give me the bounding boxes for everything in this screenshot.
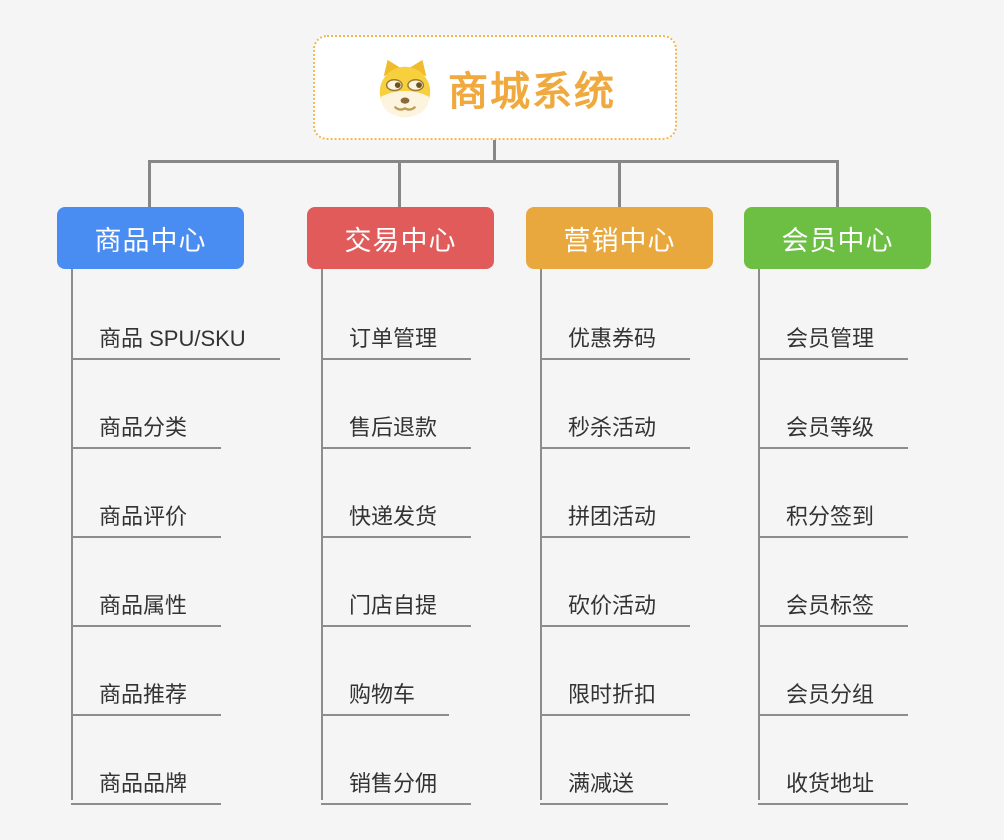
leaf-node[interactable]: 会员分组 — [758, 665, 909, 716]
leaf-node[interactable]: 优惠券码 — [540, 309, 691, 360]
leaf-label: 商品推荐 — [99, 682, 188, 707]
branch-marketing-center: 营销中心 优惠券码 秒杀活动 拼团活动 砍价活动 限时折扣 满减送 — [526, 207, 713, 807]
leaf-node[interactable]: 快递发货 — [321, 487, 472, 538]
leaf-label: 销售分佣 — [349, 771, 438, 796]
connector-drop-marketing-center — [618, 160, 621, 207]
leaf-node[interactable]: 积分签到 — [758, 487, 909, 538]
branch-title: 营销中心 — [563, 225, 676, 256]
leaf-label: 限时折扣 — [568, 682, 657, 707]
leaf-label: 门店自提 — [349, 593, 438, 618]
leaf-node[interactable]: 门店自提 — [321, 576, 472, 627]
connector-root-drop — [493, 140, 496, 163]
leaf-node[interactable]: 满减送 — [540, 754, 669, 805]
branch-header-marketing-center[interactable]: 营销中心 — [526, 207, 713, 269]
leaf-node[interactable]: 拼团活动 — [540, 487, 691, 538]
branch-header-member-center[interactable]: 会员中心 — [744, 207, 931, 269]
leaf-node[interactable]: 砍价活动 — [540, 576, 691, 627]
leaf-label: 订单管理 — [349, 326, 438, 351]
leaf-label: 会员管理 — [786, 326, 875, 351]
leaf-node[interactable]: 商品评价 — [71, 487, 222, 538]
leaf-node[interactable]: 会员管理 — [758, 309, 909, 360]
leaf-label: 商品属性 — [99, 593, 188, 618]
root-node-mall-system[interactable]: 商城系统 — [313, 35, 677, 140]
leaf-label: 拼团活动 — [568, 504, 657, 529]
leaf-node[interactable]: 会员标签 — [758, 576, 909, 627]
leaf-node[interactable]: 商品推荐 — [71, 665, 222, 716]
connector-spine-trade-center — [321, 269, 323, 800]
leaf-node[interactable]: 商品 SPU/SKU — [71, 309, 280, 360]
leaf-label: 会员等级 — [786, 415, 875, 440]
branch-product-center: 商品中心 商品 SPU/SKU 商品分类 商品评价 商品属性 商品推荐 商品品牌 — [57, 207, 280, 807]
leaf-label: 收货地址 — [786, 771, 875, 796]
leaf-node[interactable]: 销售分佣 — [321, 754, 472, 805]
leaf-label: 商品评价 — [99, 504, 188, 529]
leaf-label: 会员分组 — [786, 682, 875, 707]
leaf-label: 会员标签 — [786, 593, 875, 618]
connector-spine-product-center — [71, 269, 73, 800]
connector-drop-product-center — [148, 160, 151, 207]
leaf-label: 砍价活动 — [568, 593, 657, 618]
leaf-node[interactable]: 购物车 — [321, 665, 450, 716]
branch-title: 商品中心 — [94, 225, 207, 256]
leaf-label: 秒杀活动 — [568, 415, 657, 440]
leaf-label: 购物车 — [349, 682, 416, 707]
leaf-node[interactable]: 商品品牌 — [71, 754, 222, 805]
leaf-node[interactable]: 收货地址 — [758, 754, 909, 805]
connector-drop-trade-center — [398, 160, 401, 207]
branch-header-trade-center[interactable]: 交易中心 — [307, 207, 494, 269]
leaf-node[interactable]: 商品分类 — [71, 398, 222, 449]
leaf-label: 售后退款 — [349, 415, 438, 440]
leaf-label: 优惠券码 — [568, 326, 657, 351]
root-title: 商城系统 — [448, 69, 616, 114]
leaf-label: 商品品牌 — [99, 771, 188, 796]
leaf-node[interactable]: 商品属性 — [71, 576, 222, 627]
branch-title: 交易中心 — [344, 225, 457, 256]
leaf-node[interactable]: 限时折扣 — [540, 665, 691, 716]
leaf-node[interactable]: 秒杀活动 — [540, 398, 691, 449]
branch-header-product-center[interactable]: 商品中心 — [57, 207, 244, 269]
leaf-node[interactable]: 会员等级 — [758, 398, 909, 449]
branch-member-center: 会员中心 会员管理 会员等级 积分签到 会员标签 会员分组 收货地址 — [744, 207, 931, 807]
leaf-label: 商品分类 — [99, 415, 188, 440]
connector-spine-member-center — [758, 269, 760, 800]
connector-bus — [148, 160, 839, 163]
connector-spine-marketing-center — [540, 269, 542, 800]
dog-face-icon — [379, 59, 431, 117]
connector-drop-member-center — [836, 160, 839, 207]
leaf-label: 积分签到 — [786, 504, 875, 529]
leaf-label: 商品 SPU/SKU — [99, 326, 246, 351]
leaf-label: 快递发货 — [349, 504, 438, 529]
leaf-node[interactable]: 售后退款 — [321, 398, 472, 449]
leaf-node[interactable]: 订单管理 — [321, 309, 472, 360]
leaf-label: 满减送 — [568, 771, 635, 796]
branch-title: 会员中心 — [781, 225, 894, 256]
branch-trade-center: 交易中心 订单管理 售后退款 快递发货 门店自提 购物车 销售分佣 — [307, 207, 494, 807]
